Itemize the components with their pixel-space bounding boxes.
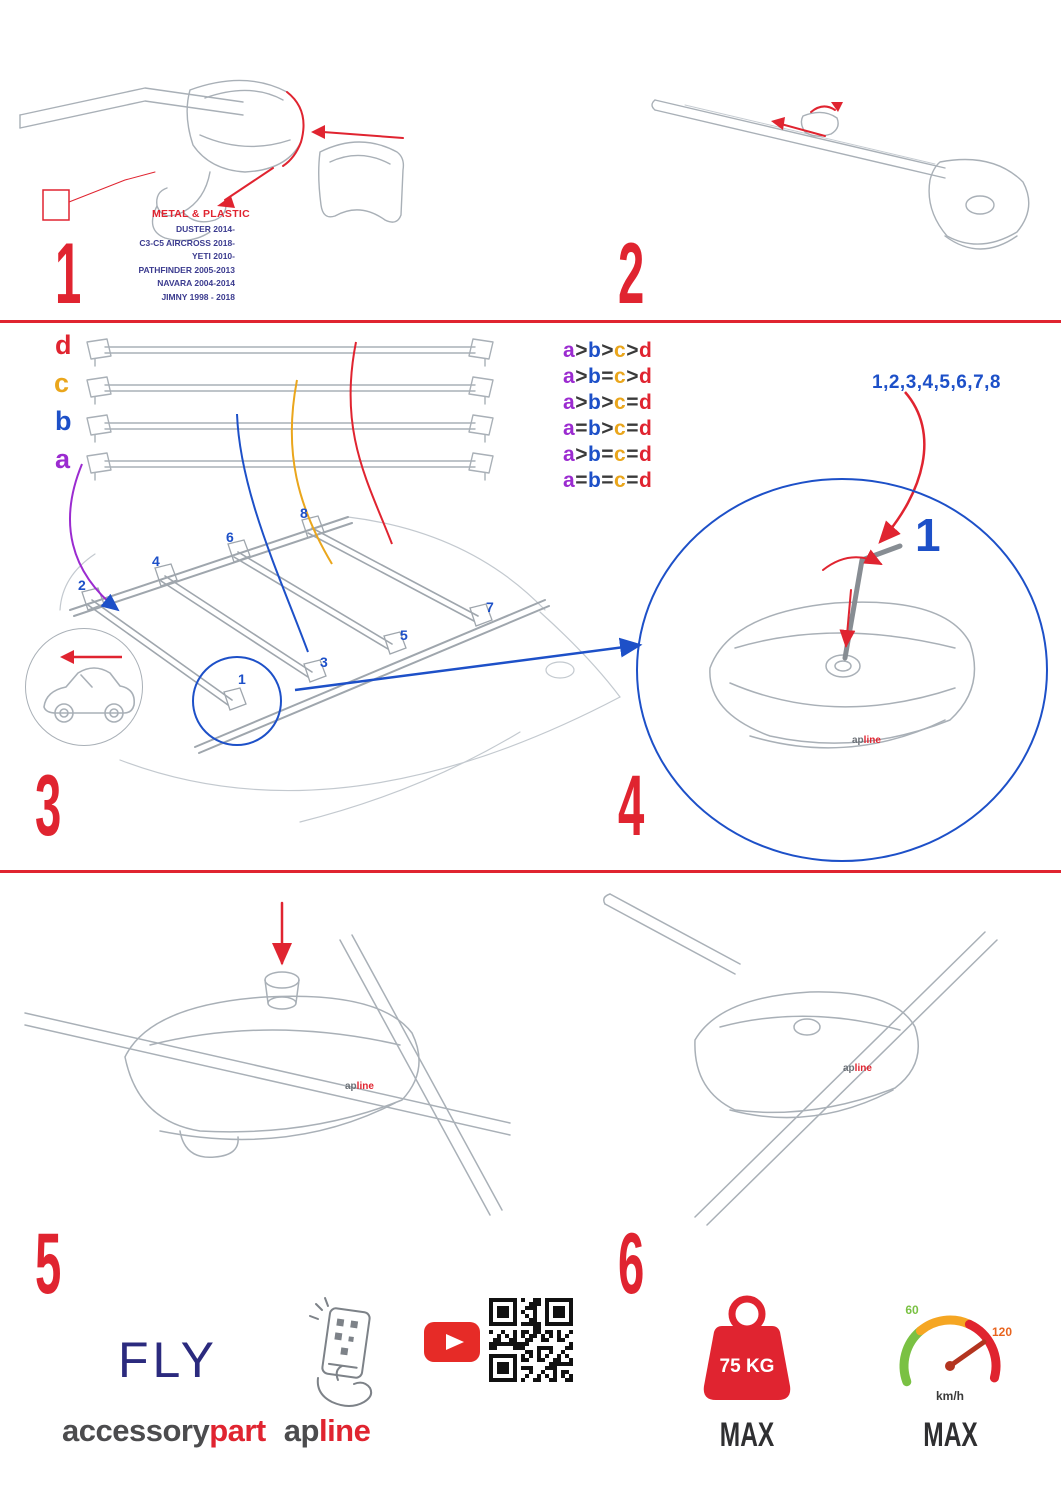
- size-formula: a>b>c=d: [563, 391, 653, 414]
- section-divider: [0, 320, 1061, 323]
- vehicle-item: DUSTER 2014-: [175, 224, 235, 234]
- vehicle-item: NAVARA 2004-2014: [157, 278, 235, 289]
- size-formula: a=b>c=d: [563, 417, 653, 440]
- speed-unit-label: km/h: [936, 1389, 964, 1403]
- brand-accessory: accessory: [62, 1413, 210, 1448]
- phone-scan-icon: [309, 1297, 373, 1407]
- bar-label-c: c: [54, 368, 70, 398]
- foot-clamp-drawing: [19, 79, 405, 242]
- bar-label-b: b: [55, 406, 72, 436]
- size-formula: a>b=c=d: [563, 443, 653, 466]
- roof-position-2: 2: [78, 577, 86, 593]
- material-label: METAL & PLASTIC: [152, 208, 251, 220]
- brand-line: line: [854, 1063, 872, 1074]
- step-3-number: 3: [35, 758, 61, 854]
- weight-value: 75 KG: [720, 1356, 775, 1377]
- youtube-play-icon: [424, 1322, 480, 1362]
- foot-brand-logo: apline: [843, 1064, 872, 1074]
- brand-ap: ap: [852, 735, 864, 746]
- speed-high-label: 120: [992, 1325, 1012, 1339]
- vehicle-item: C3-C5 AIRCROSS 2018-: [139, 237, 235, 248]
- speed-low-label: 60: [905, 1303, 919, 1317]
- step-6-number: 6: [618, 1216, 644, 1312]
- weight-limit-icon: 75 KG: [703, 1295, 791, 1400]
- bar-label-a: a: [55, 444, 71, 474]
- vehicle-item: YETI 2010-: [192, 251, 235, 262]
- brand-line: line: [356, 1081, 374, 1092]
- car-direction-icon: [25, 628, 143, 746]
- step-2-number: 2: [618, 226, 644, 322]
- foot-brand-logo: apline: [852, 736, 881, 746]
- speed-max-label: MAX: [923, 1416, 978, 1454]
- weight-max-label: MAX: [719, 1416, 775, 1454]
- brand-ap: ap: [345, 1081, 357, 1092]
- roof-position-3: 3: [320, 654, 328, 670]
- speedometer-icon: 60 120 km/h: [899, 1303, 1012, 1403]
- knob-press-drawing: [24, 901, 511, 1216]
- position-1-highlight-circle: [192, 656, 282, 746]
- size-formula: a>b>c>d: [563, 339, 653, 362]
- size-formula-list: a>b>c>d a>b=c>d a>b>c=d a=b>c=d a>b=c=d …: [563, 338, 652, 494]
- roof-position-6: 6: [226, 529, 234, 545]
- model-name: FLY: [118, 1332, 218, 1388]
- crossbar-endcap-drawing: [651, 99, 1030, 250]
- section-divider: [0, 870, 1061, 873]
- foot-detail-magnifier-circle: [636, 478, 1048, 862]
- brand-part: part: [209, 1413, 266, 1448]
- foot-detail-drawing: [709, 543, 976, 749]
- roof-position-4: 4: [152, 553, 160, 569]
- vehicle-item: JIMNY 1998 - 2018: [161, 291, 235, 302]
- step-1-number: 1: [55, 226, 81, 322]
- tightening-sequence-label: 1,2,3,4,5,6,7,8: [872, 372, 1001, 393]
- brand-line: line: [863, 735, 881, 746]
- roof-position-7: 7: [486, 599, 494, 615]
- qr-code-icon: [487, 1296, 575, 1384]
- bar-label-d: d: [55, 330, 72, 360]
- foot-brand-logo: apline: [345, 1082, 374, 1092]
- step-4-number: 4: [618, 758, 644, 854]
- vehicle-list: DUSTER 2014- C3-C5 AIRCROSS 2018- YETI 2…: [95, 223, 235, 305]
- roof-position-8: 8: [300, 505, 308, 521]
- vehicle-item: PATHFINDER 2005-2013: [138, 264, 235, 275]
- crossbar-set-drawing: [86, 338, 494, 481]
- step-5-number: 5: [35, 1216, 61, 1312]
- roof-position-5: 5: [400, 627, 408, 643]
- brand-ap: ap: [283, 1413, 320, 1448]
- size-formula: a>b=c>d: [563, 365, 653, 388]
- size-formula: a=b=c=d: [563, 469, 653, 492]
- guide-lines-overlay: [69, 341, 926, 692]
- detail-step-label: 1: [915, 509, 941, 561]
- mounted-foot-drawing: [603, 893, 998, 1226]
- brand-line: line: [318, 1413, 371, 1448]
- brand-ap: ap: [843, 1063, 855, 1074]
